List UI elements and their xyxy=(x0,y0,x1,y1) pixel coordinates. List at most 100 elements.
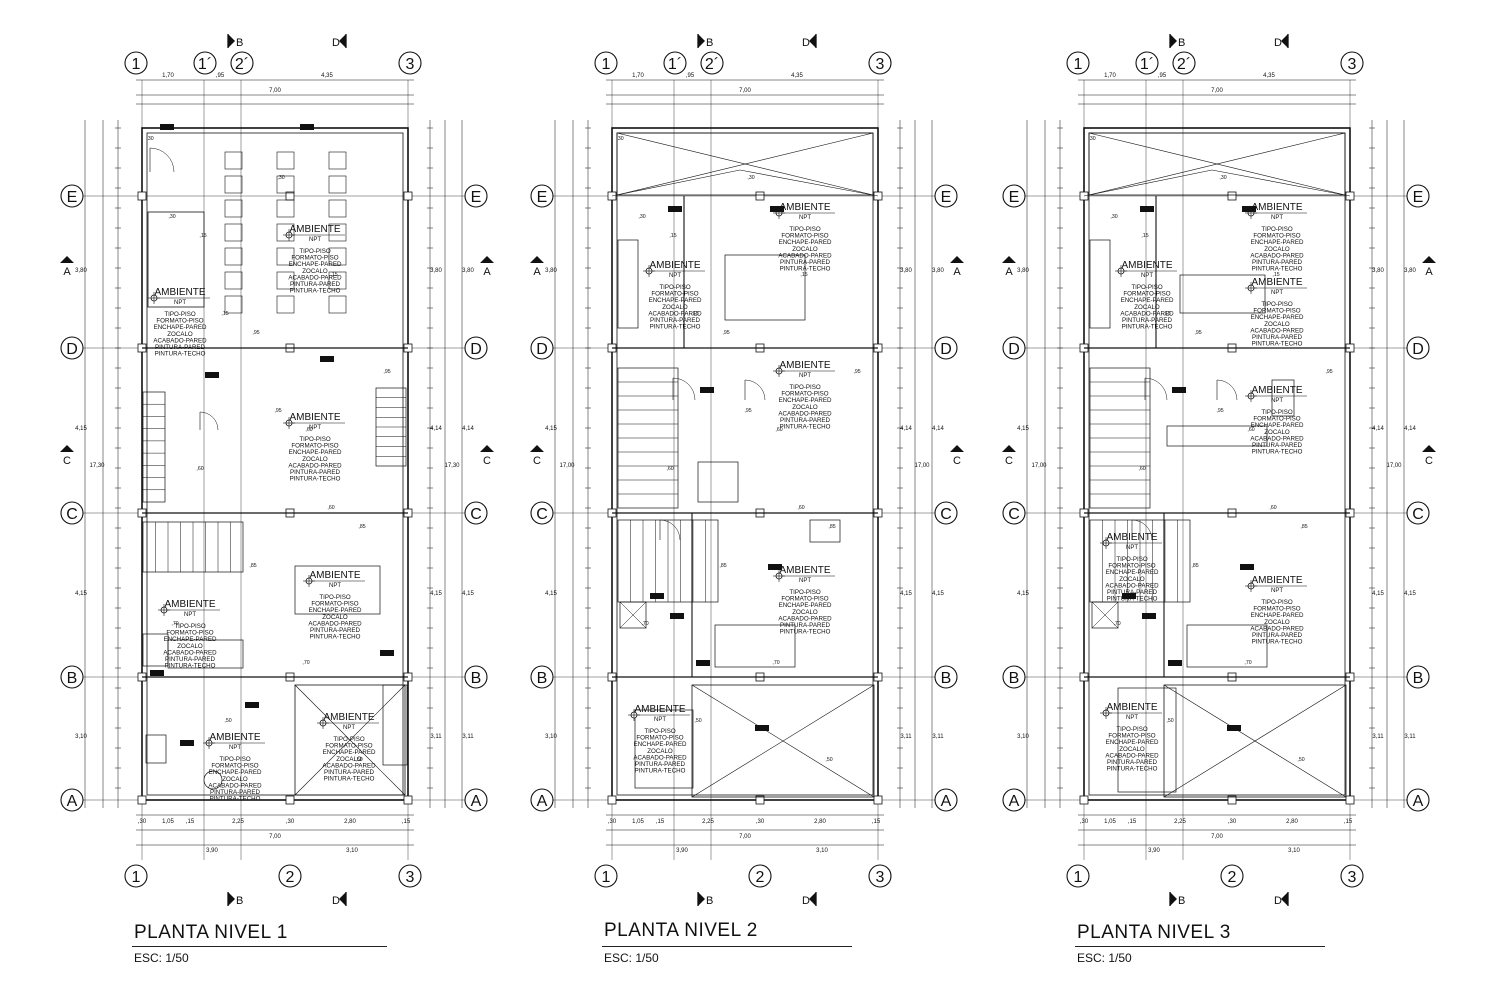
roof-line xyxy=(1211,169,1351,197)
dim-text: ,85 xyxy=(1300,524,1307,530)
room-spec: ENCHAPE-PARED xyxy=(1251,422,1304,429)
dim-text: ,30 xyxy=(286,819,295,825)
room-spec: PINTURA-TECHO xyxy=(650,324,701,331)
grid-bubble-top xyxy=(1340,51,1364,75)
paving-tile xyxy=(276,151,295,170)
column xyxy=(403,191,413,201)
bed xyxy=(714,624,796,668)
section-label: C xyxy=(953,455,961,467)
grid-bubble-row-left xyxy=(1002,501,1026,525)
room-spec: PINTURA-PARED xyxy=(780,622,831,629)
door-swing xyxy=(659,519,681,541)
window-block xyxy=(668,206,682,212)
void-diagonal xyxy=(1163,684,1347,798)
section-label: B xyxy=(1178,895,1185,907)
room-name: AMBIENTE xyxy=(164,599,215,610)
laundry-drum xyxy=(203,770,223,790)
void-box xyxy=(1163,684,1347,798)
void-diagonal xyxy=(691,684,875,798)
section-label: B xyxy=(236,37,243,49)
plan-scale-nivel-2: ESC: 1/50 xyxy=(604,951,659,965)
grid-bubble-row-right xyxy=(934,501,958,525)
window-block xyxy=(160,124,174,130)
grid-bubble-top-label: 3 xyxy=(876,56,885,73)
column xyxy=(755,191,765,201)
room-spec: FORMATO-PISO xyxy=(781,233,828,240)
room-npt: NPT xyxy=(799,373,811,379)
section-label: A xyxy=(953,266,961,278)
grid-bubble-row-right-label: B xyxy=(941,670,952,687)
dim-text: ,30 xyxy=(1080,819,1089,825)
room-spec: TIPO-PISO xyxy=(1261,226,1292,233)
room-spec: ENCHAPE-PARED xyxy=(1121,297,1174,304)
grid-bubble-row-left xyxy=(1002,184,1026,208)
door-swing xyxy=(1144,377,1168,401)
room-spec: ACABADO-PARED xyxy=(208,782,262,789)
section-arrow xyxy=(950,445,964,452)
room-spec: ENCHAPE-PARED xyxy=(1251,314,1304,321)
room-spec: PINTURA-PARED xyxy=(1122,317,1173,324)
room-spec: FORMATO-PISO xyxy=(1123,291,1170,298)
window-block xyxy=(1240,564,1254,570)
void-diagonal xyxy=(294,684,406,796)
room-spec: PINTURA-PARED xyxy=(290,469,341,476)
room-name: AMBIENTE xyxy=(1251,202,1302,213)
grid-bubble-top xyxy=(663,51,687,75)
grid-bubble-row-right-label: E xyxy=(471,189,482,206)
room-spec: ZOCALO xyxy=(792,404,818,411)
paving-tile xyxy=(328,175,347,194)
room-spec: ENCHAPE-PARED xyxy=(1106,569,1159,576)
door-arc xyxy=(149,147,175,173)
dim-text: ,15 xyxy=(669,233,676,239)
room-spec: ACABADO-PARED xyxy=(648,310,702,317)
dim-text: 17,00 xyxy=(914,463,930,469)
section-label: A xyxy=(1425,266,1433,278)
grid-bubble-row-right-label: D xyxy=(1412,341,1424,358)
grid-bubble-top-label: 3 xyxy=(1348,56,1357,73)
plan-title-nivel-2: PLANTA NIVEL 2 xyxy=(604,920,758,941)
dim-text: ,70 xyxy=(171,621,178,627)
grid-bubble-row-right-label: B xyxy=(471,670,482,687)
column xyxy=(1345,795,1355,805)
kitchen-counter xyxy=(167,639,244,669)
grid-bubble-row-right xyxy=(934,665,958,689)
dim-text: ,60 xyxy=(305,427,312,433)
dim-text: ,30 xyxy=(277,175,284,181)
dim-text: 7,00 xyxy=(739,834,751,840)
room-npt: NPT xyxy=(309,425,321,431)
column xyxy=(137,191,147,201)
grid-bubble-row-right xyxy=(934,788,958,812)
grid-bubble-top xyxy=(124,51,148,75)
grid-bubble-bottom xyxy=(748,864,772,888)
paving-tile xyxy=(224,199,243,218)
room-spec: ACABADO-PARED xyxy=(1105,752,1159,759)
room-name: AMBIENTE xyxy=(779,565,830,576)
section-label: A xyxy=(63,266,71,278)
room-spec: PINTURA-PARED xyxy=(635,761,686,768)
window-block xyxy=(1242,206,1256,212)
dim-text: 4,15 xyxy=(545,426,557,432)
room-spec: ACABADO-PARED xyxy=(308,620,362,627)
dim-text: 7,00 xyxy=(1211,834,1223,840)
room-name: AMBIENTE xyxy=(1106,702,1157,713)
room-spec: PINTURA-PARED xyxy=(155,344,206,351)
grid-bubble-row-left-label: D xyxy=(1008,341,1020,358)
bathtub xyxy=(697,461,739,503)
dim-text: 4,35 xyxy=(1263,73,1275,79)
grid-bubble-row-left xyxy=(530,336,554,360)
room-spec: PINTURA-PARED xyxy=(1107,759,1158,766)
room-spec: TIPO-PISO xyxy=(659,284,690,291)
room-spec: FORMATO-PISO xyxy=(651,291,698,298)
room-npt: NPT xyxy=(1271,398,1283,404)
dim-text: 1,70 xyxy=(632,73,644,79)
exterior-wall xyxy=(141,127,409,801)
room-spec: PINTURA-TECHO xyxy=(1252,639,1303,646)
room-label: AMBIENTENPTTIPO-PISOFORMATO-PISOENCHAPE-… xyxy=(148,287,210,358)
room-spec: ZOCALO xyxy=(647,748,673,755)
paving-tile xyxy=(224,247,243,266)
shaft-box xyxy=(1091,601,1119,629)
window-block xyxy=(300,124,314,130)
grid-bubble-row-right xyxy=(464,184,488,208)
column xyxy=(1079,795,1089,805)
